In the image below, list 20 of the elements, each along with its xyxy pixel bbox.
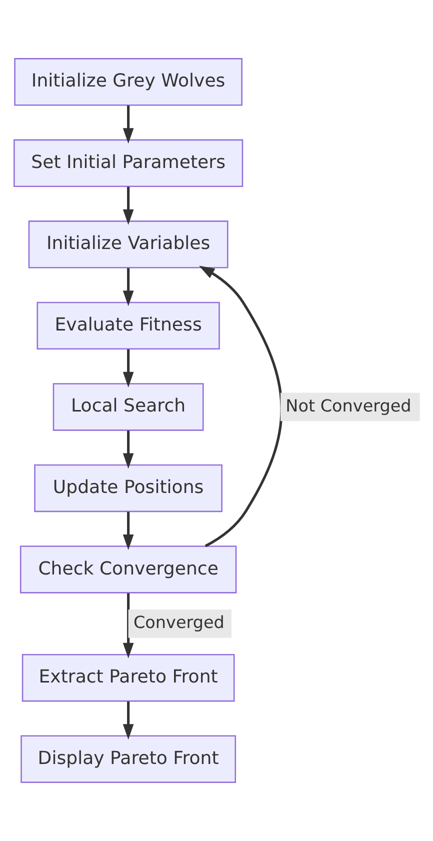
arrow bbox=[122, 593, 134, 658]
node-box: Update Positions bbox=[34, 464, 222, 512]
arrow bbox=[198, 266, 282, 548]
arrow bbox=[122, 349, 134, 388]
arrow bbox=[122, 186, 134, 225]
node-box: Set Initial Parameters bbox=[13, 139, 243, 188]
node-box: Evaluate Fitness bbox=[36, 302, 220, 350]
node-box: Initialize Variables bbox=[28, 220, 228, 268]
arrow bbox=[122, 430, 134, 469]
arrow bbox=[122, 268, 134, 306]
node-box: Extract Pareto Front bbox=[21, 654, 234, 702]
node-box: Local Search bbox=[52, 383, 204, 431]
edge-label: Not Converged bbox=[285, 395, 411, 416]
arrow bbox=[122, 701, 134, 740]
node-box: Display Pareto Front bbox=[20, 735, 236, 783]
arrow bbox=[122, 106, 134, 144]
node-box: Check Convergence bbox=[19, 546, 236, 594]
edge-label: Converged bbox=[132, 612, 224, 632]
arrow bbox=[122, 512, 134, 550]
node-box: Initialize Grey Wolves bbox=[14, 58, 242, 106]
